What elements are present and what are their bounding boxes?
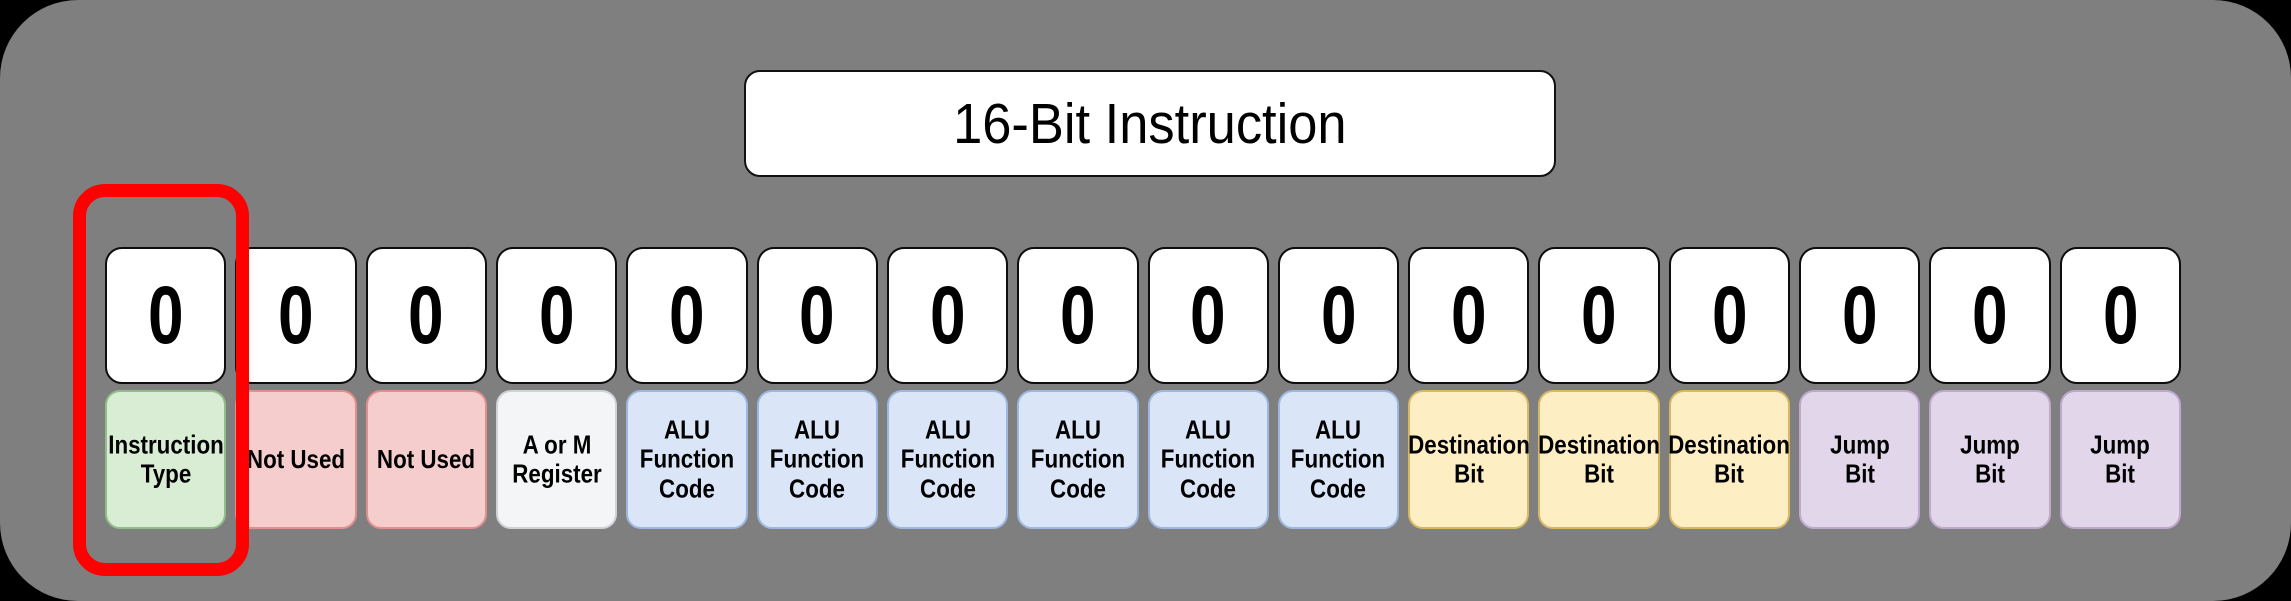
bit-value-10: 0 bbox=[1450, 269, 1487, 361]
bit-cell-5[interactable]: 0 bbox=[756, 247, 878, 384]
bit-value-7: 0 bbox=[1060, 269, 1096, 361]
bit-value-5: 0 bbox=[799, 269, 835, 361]
bit-label-cell-11-destination-bit[interactable]: Destination Bit bbox=[1538, 390, 1660, 529]
bit-label-text-7: ALU Function Code bbox=[1030, 414, 1126, 504]
bit-label-cell-13-jump-bit[interactable]: Jump Bit bbox=[1799, 390, 1921, 529]
bit-label-cell-7-alu-function-code[interactable]: ALU Function Code bbox=[1017, 390, 1139, 529]
bit-label-text-3: A or M Register bbox=[511, 428, 602, 489]
bit-label-cell-12-destination-bit[interactable]: Destination Bit bbox=[1669, 390, 1790, 529]
bit-value-1: 0 bbox=[278, 269, 314, 361]
bit-cell-9[interactable]: 0 bbox=[1277, 247, 1400, 384]
bit-label-cell-1-not-used[interactable]: Not Used bbox=[235, 390, 357, 529]
bit-value-6: 0 bbox=[929, 269, 966, 361]
bit-cell-13[interactable]: 0 bbox=[1799, 247, 1921, 384]
bit-cell-12[interactable]: 0 bbox=[1668, 247, 1791, 384]
bit-value-3: 0 bbox=[538, 269, 575, 361]
bit-label-text-6: ALU Function Code bbox=[900, 414, 995, 504]
bit-cell-8[interactable]: 0 bbox=[1147, 247, 1269, 384]
page-title: 16-Bit Instruction bbox=[953, 91, 1347, 156]
bit-cell-3[interactable]: 0 bbox=[495, 247, 618, 384]
bit-label-text-4: ALU Function Code bbox=[639, 414, 735, 504]
bit-label-cell-6-alu-function-code[interactable]: ALU Function Code bbox=[886, 390, 1009, 529]
bit-label-text-14: Jump Bit bbox=[1960, 428, 2020, 489]
bit-value-9: 0 bbox=[1320, 269, 1357, 361]
bit-value-12: 0 bbox=[1711, 269, 1748, 361]
bit-label-text-10: Destination Bit bbox=[1407, 428, 1530, 489]
bit-label-cell-2-not-used[interactable]: Not Used bbox=[365, 390, 487, 529]
bit-label-cell-3-a-or-m-register[interactable]: A or M Register bbox=[495, 390, 618, 529]
bit-value-2: 0 bbox=[408, 269, 445, 361]
instruction-title-banner: 16-Bit Instruction bbox=[744, 70, 1556, 177]
bit-value-4: 0 bbox=[669, 269, 705, 361]
bit-label-text-12: Destination Bit bbox=[1668, 428, 1791, 489]
bit-cell-15[interactable]: 0 bbox=[2059, 247, 2181, 384]
bit-label-text-0: Instruction Type bbox=[107, 428, 224, 489]
bit-value-14: 0 bbox=[1972, 269, 2008, 361]
bit-cell-11[interactable]: 0 bbox=[1538, 247, 1660, 384]
bit-value-13: 0 bbox=[1841, 269, 1878, 361]
bit-cell-0[interactable]: 0 bbox=[105, 247, 227, 384]
bit-value-15: 0 bbox=[2102, 269, 2139, 361]
bit-row: 0 0 0 0 0 0 0 0 0 0 0 0 0 0 0 0 bbox=[105, 247, 2181, 384]
bit-label-cell-5-alu-function-code[interactable]: ALU Function Code bbox=[756, 390, 878, 529]
bit-label-text-9: ALU Function Code bbox=[1291, 414, 1386, 504]
bit-cell-7[interactable]: 0 bbox=[1017, 247, 1139, 384]
bit-label-text-5: ALU Function Code bbox=[770, 414, 865, 504]
bit-cell-2[interactable]: 0 bbox=[365, 247, 487, 384]
bit-cell-14[interactable]: 0 bbox=[1929, 247, 2051, 384]
bit-label-row: Instruction Type Not Used Not Used A or M R… bbox=[105, 390, 2181, 529]
bit-label-text-13: Jump Bit bbox=[1829, 428, 1890, 489]
bit-label-cell-14-jump-bit[interactable]: Jump Bit bbox=[1929, 390, 2051, 529]
bit-label-cell-9-alu-function-code[interactable]: ALU Function Code bbox=[1277, 390, 1400, 529]
bit-label-text-2: Not Used bbox=[377, 443, 476, 474]
bit-label-cell-4-alu-function-code[interactable]: ALU Function Code bbox=[626, 390, 748, 529]
bit-label-cell-0-instruction-type[interactable]: Instruction Type bbox=[105, 390, 227, 529]
bit-value-11: 0 bbox=[1581, 269, 1617, 361]
bit-cell-4[interactable]: 0 bbox=[626, 247, 748, 384]
bit-label-text-15: Jump Bit bbox=[2090, 428, 2151, 489]
bit-cell-10[interactable]: 0 bbox=[1408, 247, 1530, 384]
bit-value-0: 0 bbox=[147, 269, 184, 361]
bit-cell-1[interactable]: 0 bbox=[235, 247, 357, 384]
bit-label-cell-10-destination-bit[interactable]: Destination Bit bbox=[1408, 390, 1530, 529]
bit-label-text-1: Not Used bbox=[246, 443, 346, 474]
bit-value-8: 0 bbox=[1190, 269, 1226, 361]
bit-label-cell-15-jump-bit[interactable]: Jump Bit bbox=[2059, 390, 2181, 529]
bit-label-cell-8-alu-function-code[interactable]: ALU Function Code bbox=[1147, 390, 1269, 529]
bit-label-text-11: Destination Bit bbox=[1538, 428, 1660, 489]
bit-label-text-8: ALU Function Code bbox=[1160, 414, 1256, 504]
bit-cell-6[interactable]: 0 bbox=[886, 247, 1009, 384]
